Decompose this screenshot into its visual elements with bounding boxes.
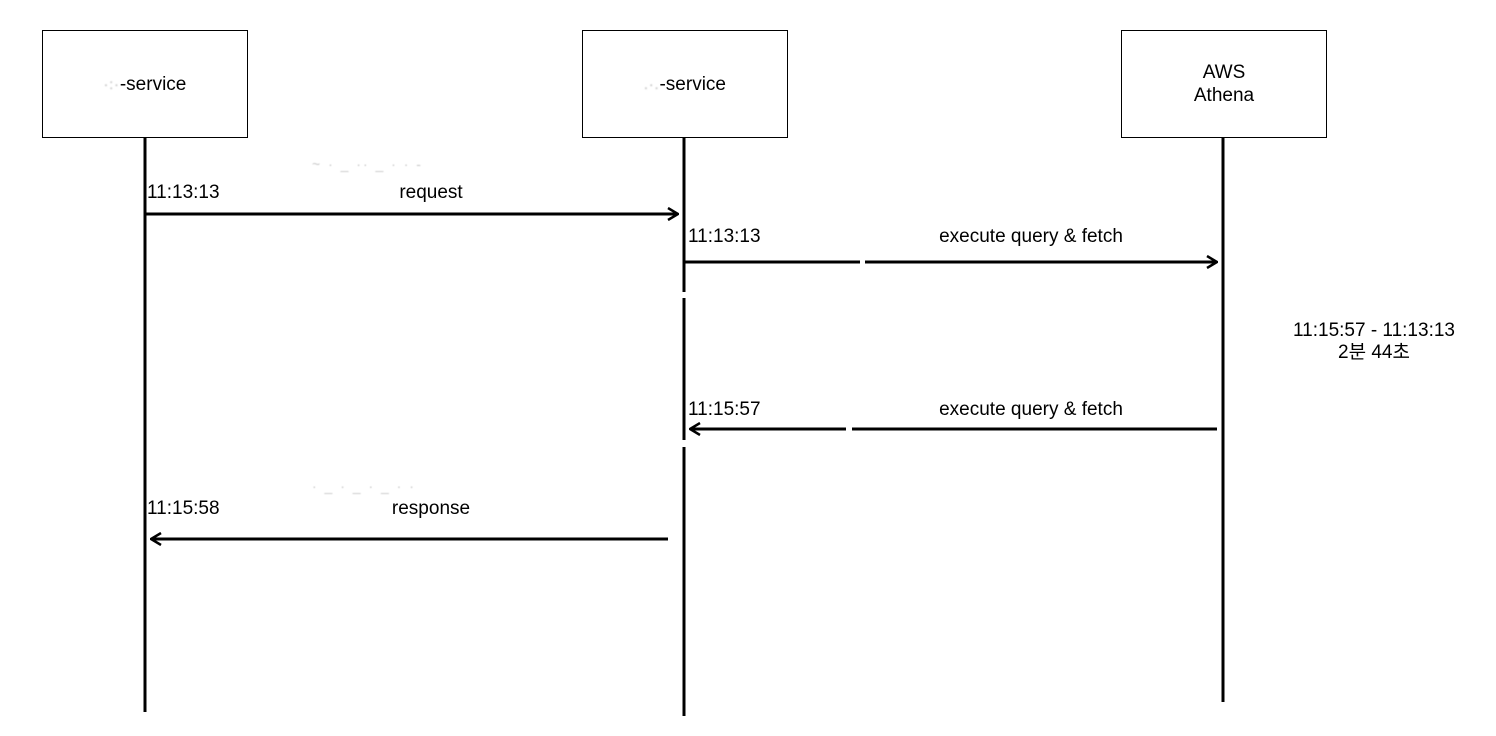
participant-label-1: -service [119,73,187,95]
redacted-prefix-1: ·:· [103,75,120,92]
duration-note-range: 11:15:57 - 11:13:13 [1293,320,1455,341]
message-label-response: response [391,498,471,519]
participant-label-3: AWS Athena [1193,62,1255,106]
message-time-query: 11:13:13 [688,226,761,247]
redacted-response-name: · _ · _ · _ · · [312,478,416,494]
message-time-request: 11:13:13 [147,182,220,203]
message-label-fetch-return: execute query & fetch [939,399,1123,420]
duration-note-total: 2분 44초 [1338,342,1410,363]
duration-note: 11:15:57 - 11:13:13 2분 44초 [1272,320,1476,364]
redacted-request-name: ~ · _ ·· _ · · - [312,156,423,172]
message-label-request: request [399,182,463,203]
redacted-prefix-2: .·. [644,75,660,92]
participant-box-3: AWS Athena [1121,30,1327,138]
participant-label-2: -service [659,73,726,95]
message-time-response: 11:15:58 [147,498,220,519]
message-label-query: execute query & fetch [939,226,1123,247]
participant-box-2: .·.-service [582,30,788,138]
participant-box-1: ·:·-service [42,30,248,138]
message-time-fetch-return: 11:15:57 [688,399,761,420]
